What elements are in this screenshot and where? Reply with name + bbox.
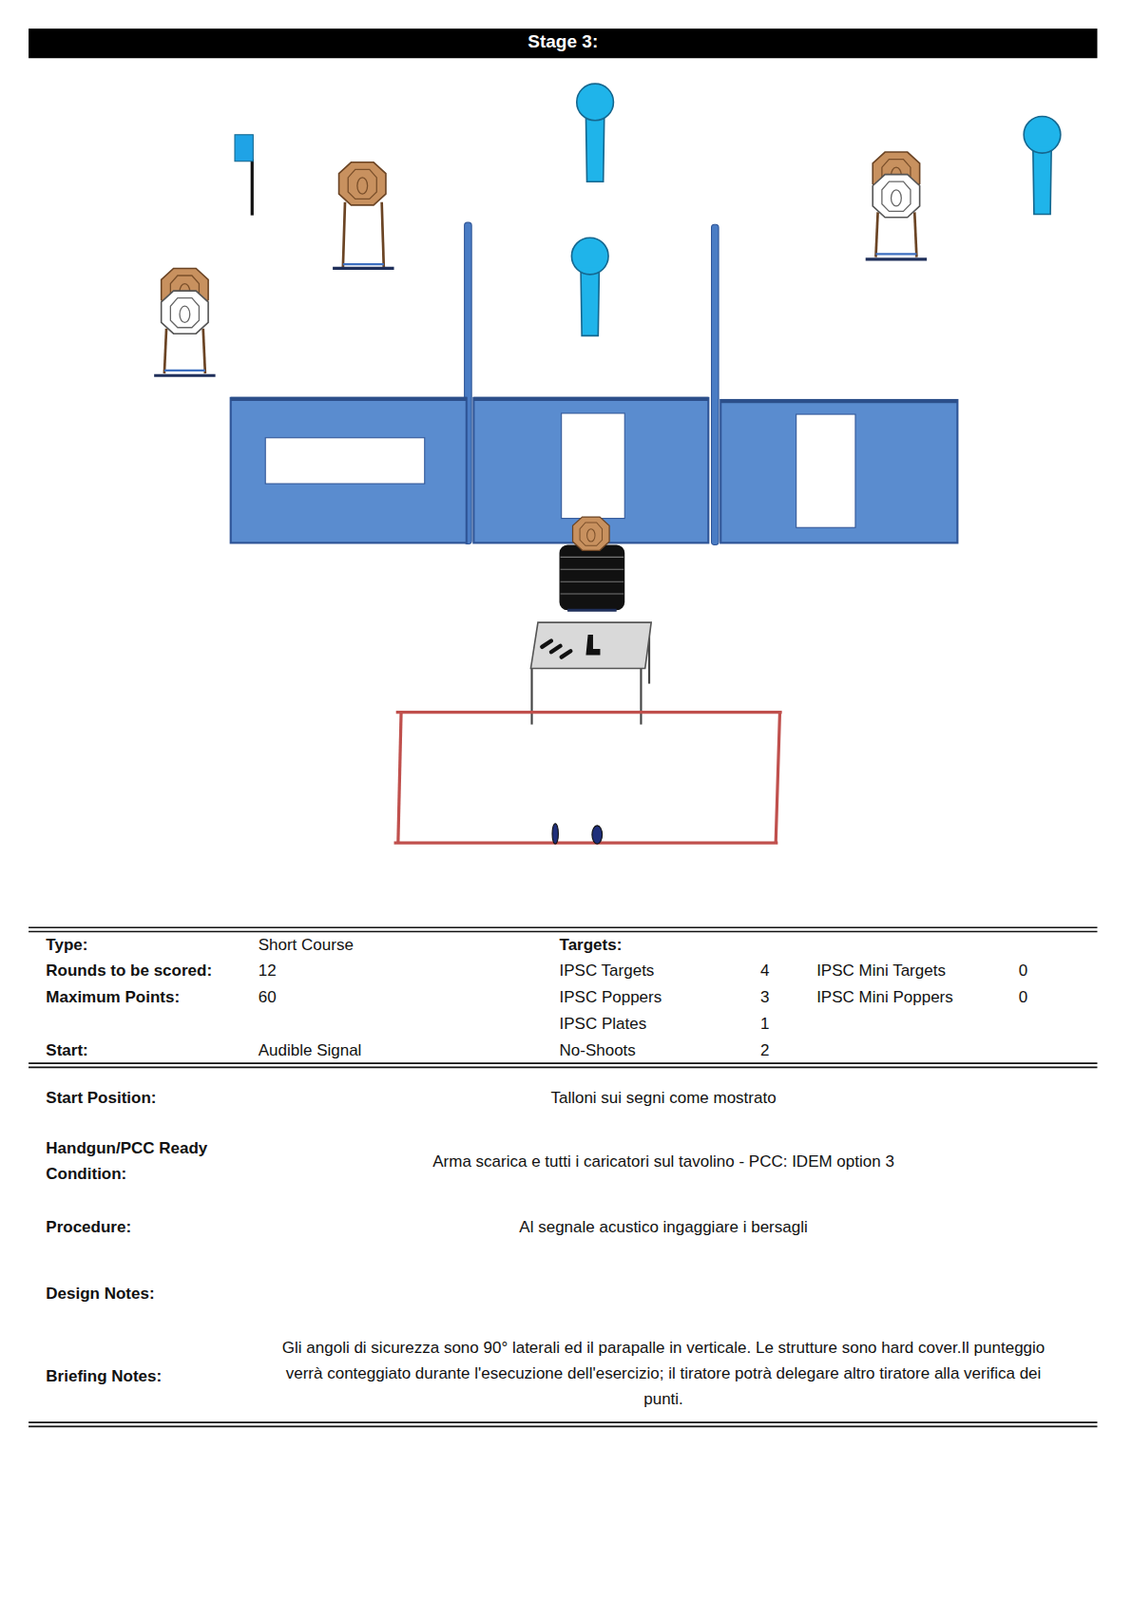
popper [571,237,609,336]
field-label: Procedure: [45,1214,132,1241]
target-count: 3 [760,984,769,1011]
popper [576,83,614,182]
briefing-text: Gli angoli di sicurezza sono 90° lateral… [280,1335,1046,1414]
field-value: 12 [258,958,277,984]
field-label: Type: [45,932,88,959]
stage-title: Stage 3: [28,31,1097,53]
ipsc-target [153,268,215,376]
target-name: No-Shoots [559,1037,636,1064]
plate-target [559,517,626,611]
field-label: Design Notes: [45,1281,154,1307]
field-value: Short Course [258,932,354,959]
target-count: 0 [1018,984,1028,1011]
target-name: IPSC Mini Poppers [816,984,954,1011]
field-label: Targets: [559,932,623,959]
target-count: 2 [760,1037,769,1064]
title-bar [28,28,1097,58]
field-label: Handgun/PCC Ready Condition: [45,1135,230,1188]
ipsc-target [332,162,394,269]
table [530,622,652,725]
field-label: Start: [45,1037,88,1064]
field-value: Audible Signal [258,1037,363,1064]
field-label: Start Position: [45,1085,156,1112]
field-value: Arma scarica e tutti i caricatori sul ta… [275,1149,1052,1175]
target-count: 1 [760,1011,769,1037]
target-count: 0 [1018,958,1028,984]
ipsc-target [865,152,927,260]
target-name: IPSC Plates [559,1011,648,1037]
popper [1023,115,1061,214]
target-name: IPSC Poppers [559,984,663,1011]
field-label: Briefing Notes: [45,1363,162,1390]
field-value: 60 [258,984,277,1011]
target-name: IPSC Targets [559,958,655,984]
field-label: Rounds to be scored: [45,958,212,984]
target-count: 4 [760,958,769,984]
field-value: Al segnale acustico ingaggiare i bersagl… [275,1214,1052,1241]
field-value: Talloni sui segni come mostrato [275,1085,1052,1112]
target-name: IPSC Mini Targets [816,958,946,984]
field-label: Maximum Points: [45,984,180,1011]
